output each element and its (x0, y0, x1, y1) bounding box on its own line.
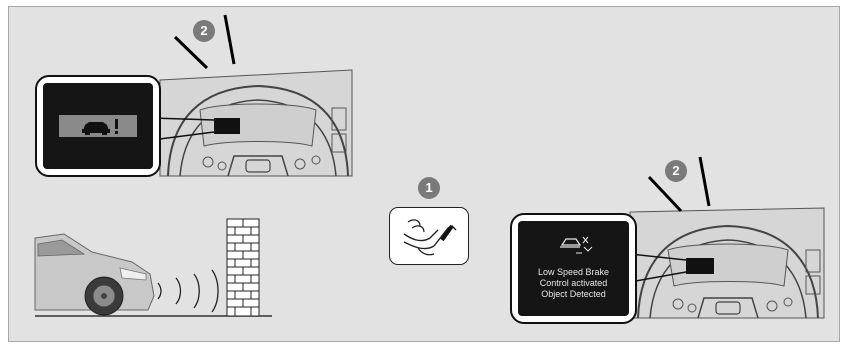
message-line-2: Control activated (518, 278, 629, 289)
message-line-3: Object Detected (518, 289, 629, 300)
message-line-1: Low Speed Brake (518, 267, 629, 278)
brake-warning-icon (518, 225, 629, 265)
step-number-badge: 2 (665, 160, 687, 182)
message-callout: Low Speed Brake Control activated Object… (510, 213, 637, 324)
message-screen: Low Speed Brake Control activated Object… (518, 221, 629, 316)
